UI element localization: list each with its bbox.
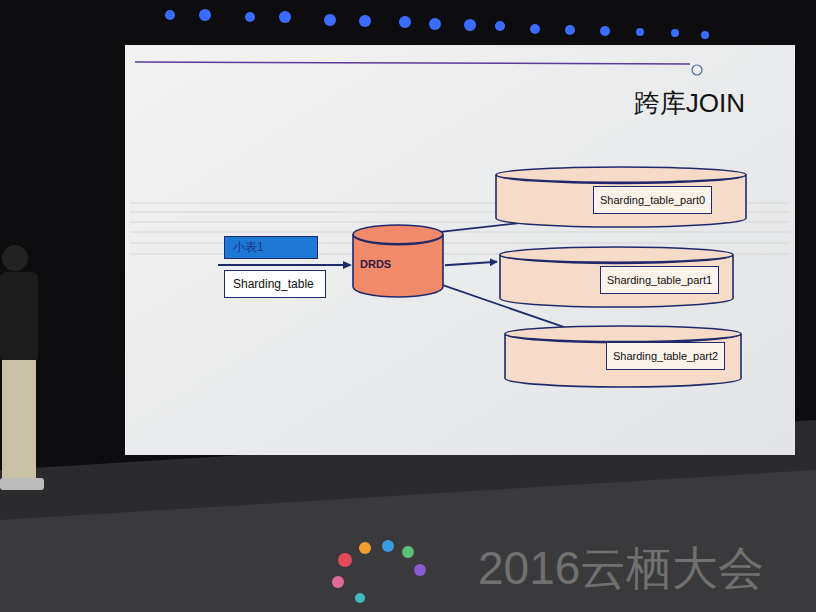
- node-text: DRDS: [360, 258, 391, 270]
- node-text: 小表1: [233, 239, 264, 256]
- table-label-box: Sharding_table_part1: [600, 266, 719, 294]
- node-text: Sharding_table: [233, 277, 314, 291]
- database-cylinder: Sharding_table_part0: [495, 166, 747, 228]
- arrow-connector: [445, 262, 497, 265]
- drds-cylinder: DRDS: [352, 224, 444, 298]
- table-label-box: Sharding_table_part2: [606, 342, 725, 370]
- table-box: Sharding_table: [224, 270, 326, 298]
- small-table-box: 小表1: [224, 236, 318, 259]
- slide-title: 跨库JOIN: [634, 86, 745, 121]
- database-cylinder: Sharding_table_part2: [504, 325, 742, 388]
- table-label-box: Sharding_table_part0: [593, 186, 712, 214]
- event-backdrop-text: 2016云栖大会: [478, 538, 764, 600]
- database-cylinder: Sharding_table_part1: [499, 246, 734, 308]
